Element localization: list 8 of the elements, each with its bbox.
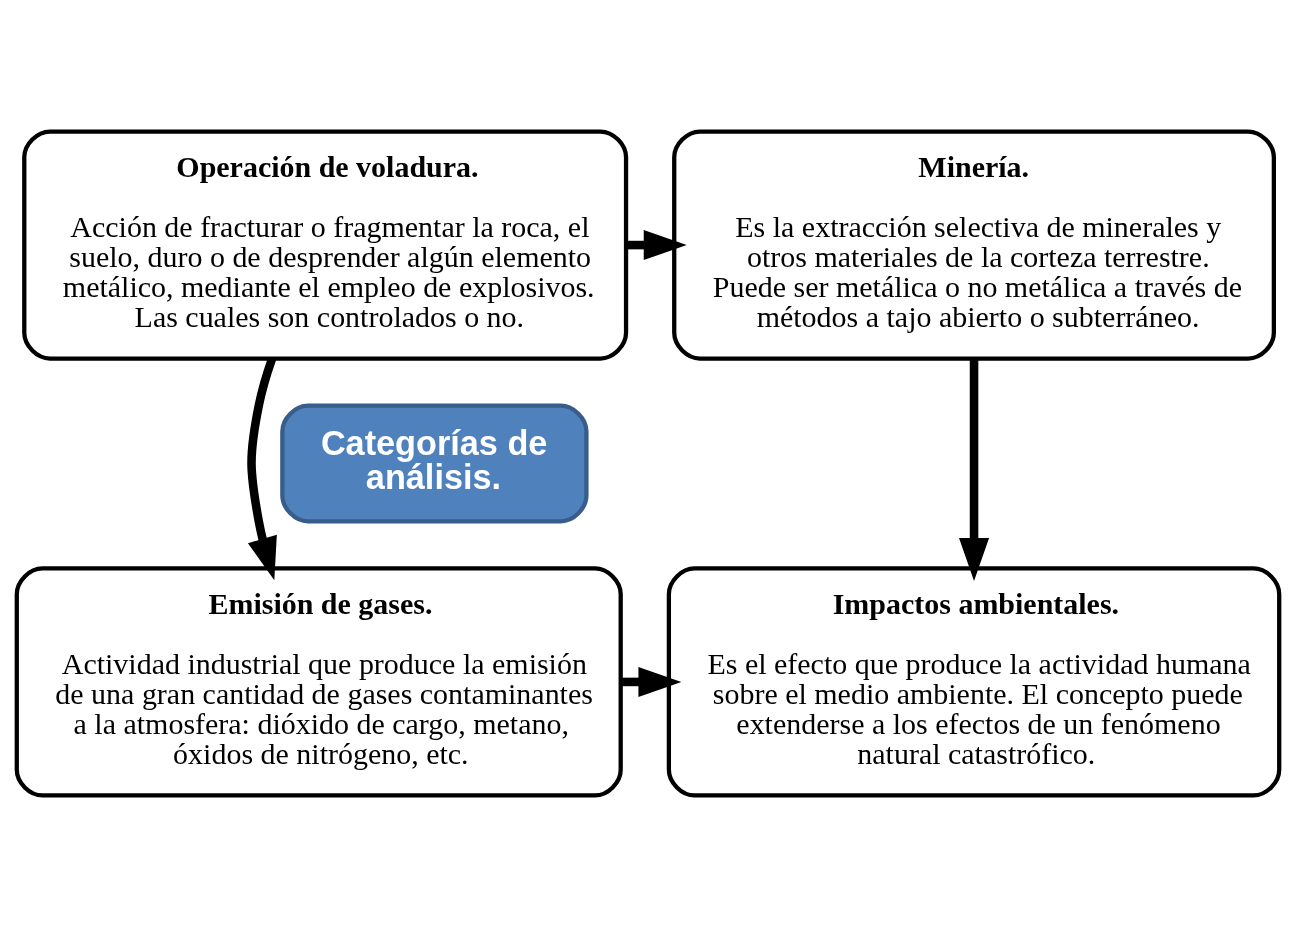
- arrow: [620, 666, 682, 697]
- node-box: Operación de voladura. Acción de fracturar o fragmentar la roca, el suelo, duro o de desprender algún elemento metálico, mediante el empleo de explosivos. Las cuales son controlados o no.: [22, 128, 629, 361]
- arrow: [959, 358, 990, 581]
- node-box: Categorías de análisis.: [280, 403, 589, 523]
- node-box: Impactos ambientales. Es el efecto que produce la actividad humana sobre el medio ambiente. El concepto puede extenderse a los efectos de un fenómeno natural catastrófico.: [666, 565, 1282, 798]
- node-box: Minería. Es la extracción selectiva de minerales y otros materiales de la corteza terrestre. Puede ser metálica o no metálica a través de métodos a tajo abierto o subterráneo.: [672, 128, 1276, 361]
- node-box: Emisión de gases. Actividad industrial que produce la emisión de una gran cantidad de gases contaminantes a la atmosfera: dióxido de cargo, metano, óxidos de nitrógeno, etc.: [14, 565, 623, 798]
- arrow: [626, 229, 687, 260]
